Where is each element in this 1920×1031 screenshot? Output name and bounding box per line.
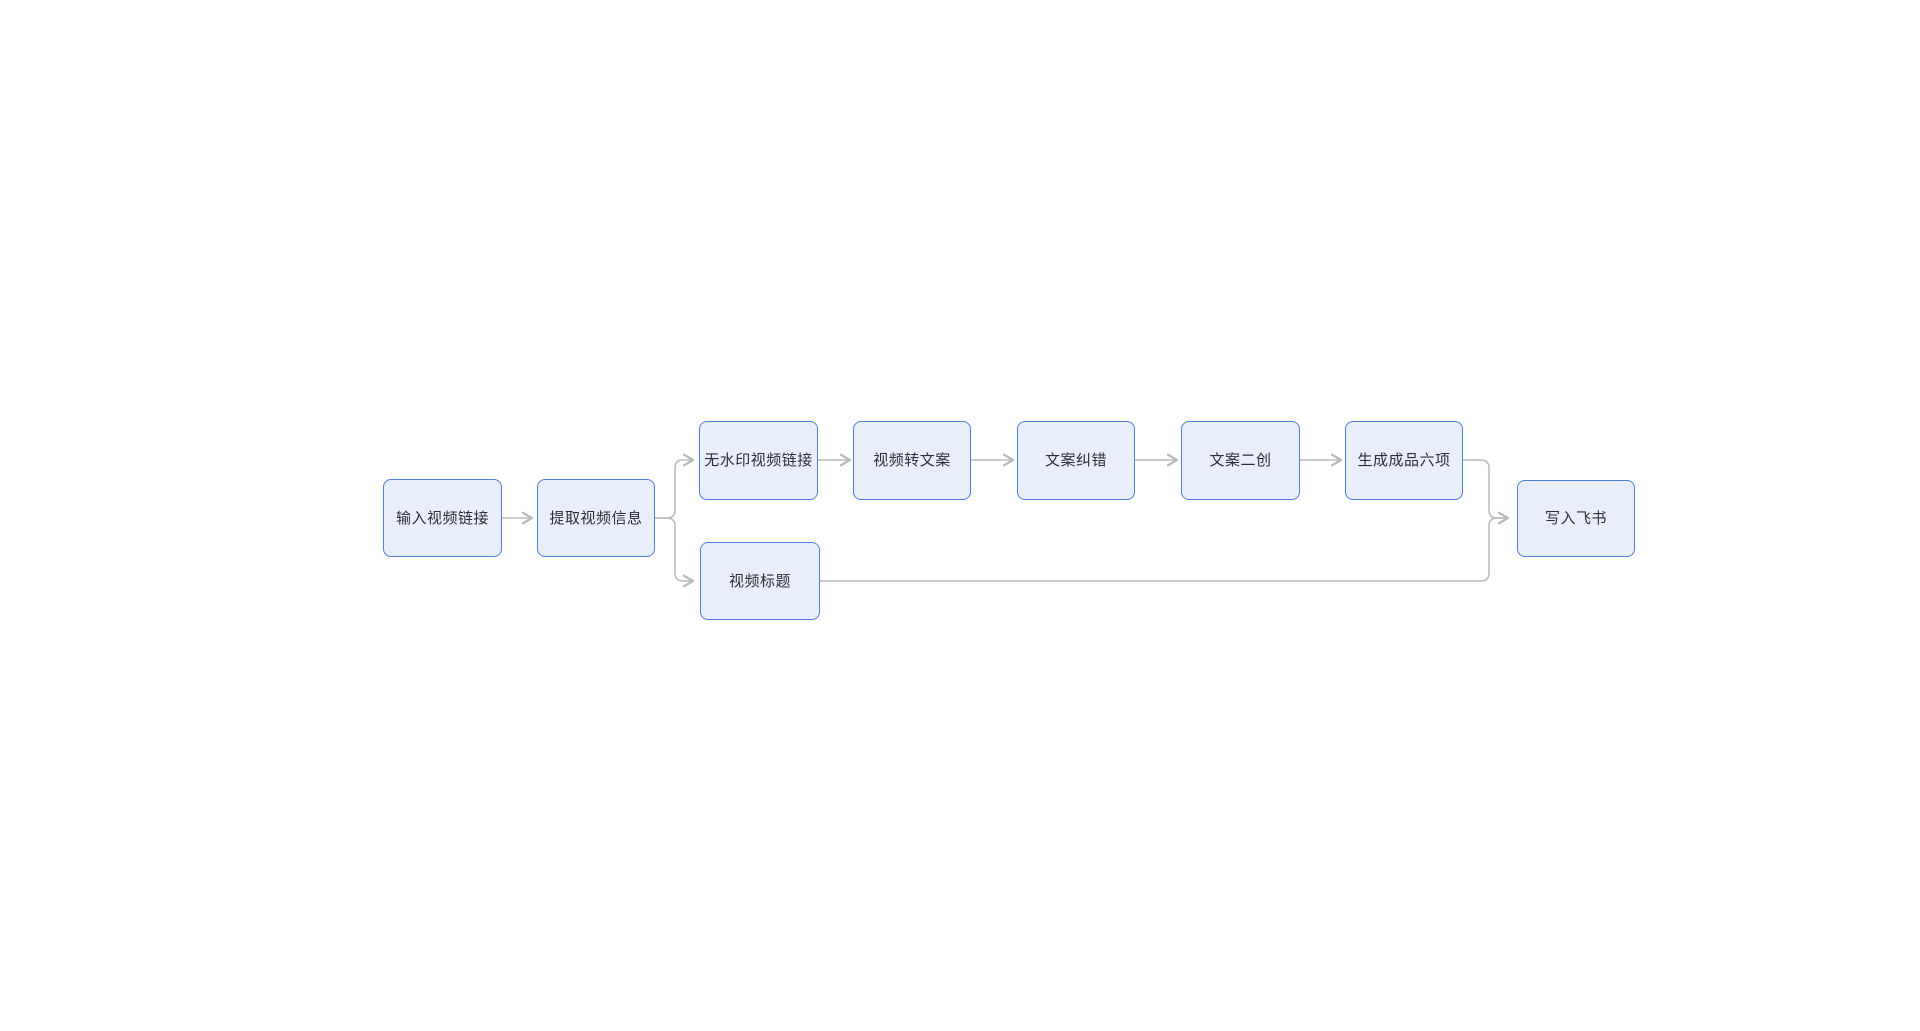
node-script-recreate[interactable]: 文案二创 xyxy=(1181,421,1300,500)
connector-generate-to-feishu xyxy=(1462,459,1510,525)
node-generate-six-outputs[interactable]: 生成成品六项 xyxy=(1345,421,1463,500)
node-input-video-link[interactable]: 输入视频链接 xyxy=(383,479,502,557)
node-label-video-to-script: 视频转文案 xyxy=(873,452,951,469)
node-no-watermark-video-link[interactable]: 无水印视频链接 xyxy=(699,421,818,500)
node-label-script-proofread: 文案纠错 xyxy=(1044,452,1107,469)
node-label-extract-video-info: 提取视频信息 xyxy=(549,509,643,527)
node-label-write-to-feishu: 写入飞书 xyxy=(1544,510,1607,527)
node-label-no-watermark-video-link: 无水印视频链接 xyxy=(704,452,813,469)
node-label-video-title: 视频标题 xyxy=(728,572,791,590)
node-extract-video-info[interactable]: 提取视频信息 xyxy=(537,479,655,557)
node-label-generate-six-outputs: 生成成品六项 xyxy=(1357,452,1451,469)
node-video-to-script[interactable]: 视频转文案 xyxy=(853,421,971,500)
node-script-proofread[interactable]: 文案纠错 xyxy=(1017,421,1135,500)
connector-extract-to-title xyxy=(654,517,695,588)
node-video-title[interactable]: 视频标题 xyxy=(700,542,820,620)
node-write-to-feishu[interactable]: 写入飞书 xyxy=(1517,480,1635,557)
connector-extract-to-nowatermark xyxy=(654,453,695,519)
node-label-script-recreate: 文案二创 xyxy=(1209,452,1272,469)
node-label-input-video-link: 输入视频链接 xyxy=(395,509,489,527)
connector-title-to-feishu xyxy=(819,517,1504,582)
